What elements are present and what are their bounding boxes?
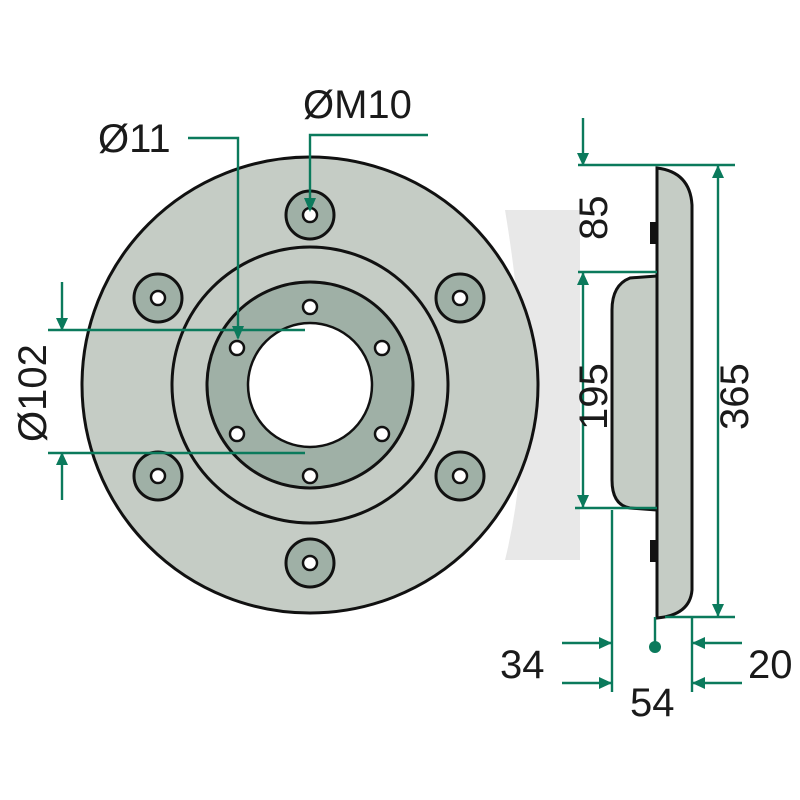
disc-front-view	[80, 155, 540, 615]
plate-thickness-label: 20	[748, 643, 793, 687]
rim-offset-label: 85	[572, 196, 616, 241]
hub-height-label: 195	[572, 363, 616, 430]
side-boss-bottom	[650, 540, 657, 562]
pitch-diameter-label: Ø102	[11, 344, 55, 442]
total-diameter-label: 365	[713, 363, 757, 430]
front-dimensions: ØM10 Ø11 Ø102	[11, 83, 428, 500]
hole-diameter-leader	[188, 136, 240, 338]
hole-diameter-label: Ø11	[98, 117, 171, 161]
side-boss-top	[650, 222, 657, 244]
side-plate	[655, 166, 694, 620]
disc-side-view	[610, 166, 694, 620]
total-depth-label: 54	[630, 681, 675, 725]
side-hub	[610, 274, 659, 512]
bolt-thread-leader	[308, 133, 428, 210]
hub-holes	[228, 298, 391, 485]
disc-inner-ring	[170, 245, 450, 525]
hub-depth-label: 34	[500, 643, 545, 687]
bolt-thread-label: ØM10	[303, 83, 412, 127]
center-bore	[246, 321, 374, 449]
side-dimensions: 85 195 365 34 54 20	[500, 118, 793, 725]
bolt-holes	[132, 189, 486, 589]
